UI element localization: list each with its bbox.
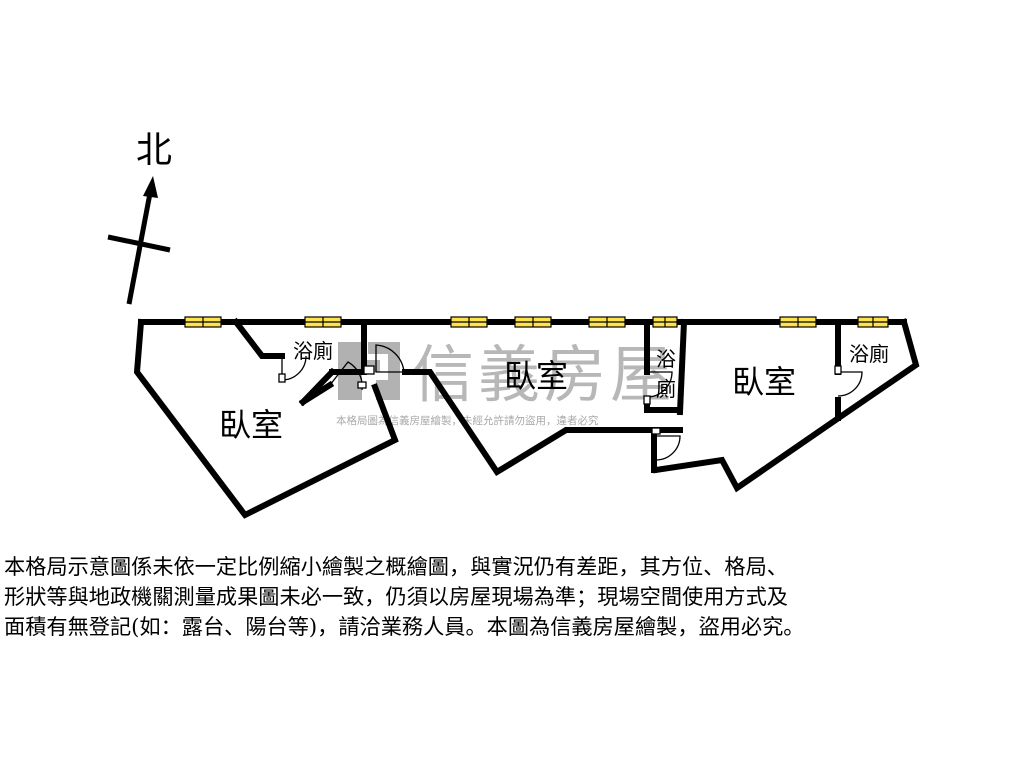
bedroom-3-label: 臥室 (732, 363, 796, 401)
window-3 (450, 316, 488, 328)
window-4 (514, 316, 552, 328)
north-compass: 北 (107, 130, 172, 305)
watermark-notice: 本格局圖為信義房屋繪製，未經允許請勿盜用，違者必究 (336, 414, 599, 427)
bathroom-2-label-bottom: 廁 (656, 377, 676, 401)
room-labels: 臥室 浴廁 臥室 浴 廁 臥室 浴廁 (219, 339, 889, 444)
door-bath-1 (278, 355, 307, 383)
window-2 (304, 316, 342, 328)
disclaimer-line-1: 本格局示意圖係未依一定比例縮小繪製之概繪圖，與實況仍有差距，其方位、格局、 (4, 554, 788, 579)
window-7 (779, 316, 817, 328)
bathroom-1-label: 浴廁 (293, 339, 333, 363)
door-middle-entry (363, 344, 405, 375)
bathroom-2-label-top: 浴 (656, 347, 676, 371)
door-hall (651, 427, 681, 461)
disclaimer: 本格局示意圖係未依一定比例縮小繪製之概繪圖，與實況仍有差距，其方位、格局、 形狀… (4, 552, 1020, 642)
window-5 (588, 316, 626, 328)
door-bath-3 (834, 365, 863, 397)
door-left-bedroom (329, 361, 367, 391)
watermark: 信義房屋 本格局圖為信義房屋繪製，未經允許請勿盜用，違者必究 (336, 338, 676, 427)
windows (184, 316, 889, 328)
window-8 (857, 316, 889, 328)
floor-plan: 信義房屋 本格局圖為信義房屋繪製，未經允許請勿盜用，違者必究 北 (107, 130, 920, 519)
compass-north-label: 北 (136, 130, 172, 171)
window-1 (184, 316, 222, 328)
compass-crossbar (107, 234, 171, 253)
door-bath-2 (643, 371, 673, 405)
disclaimer-line-2: 形狀等與地政機關測量成果圖未必一致，仍須以房屋現場為準；現場空間使用方式及 (4, 584, 788, 609)
compass-arrow-head-icon (143, 176, 158, 198)
bedroom-2-label: 臥室 (504, 357, 568, 395)
disclaimer-line-3: 面積有無登記(如：露台、陽台等)，請洽業務人員。本圖為信義房屋繪製，盜用必究。 (4, 614, 805, 639)
watermark-brand: 信義房屋 (412, 338, 676, 411)
bedroom-1-label: 臥室 (219, 406, 283, 444)
bathroom-3-label: 浴廁 (849, 342, 889, 366)
window-6 (652, 316, 678, 328)
doors (278, 344, 863, 461)
